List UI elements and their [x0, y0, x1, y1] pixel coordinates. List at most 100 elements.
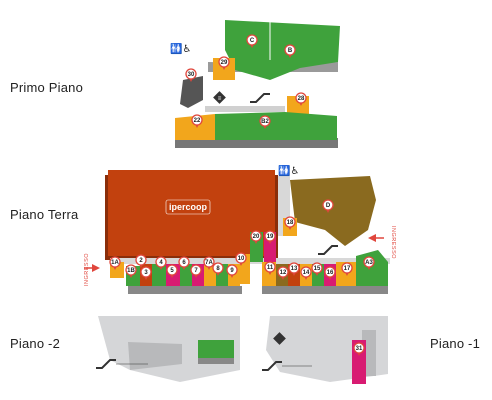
- pin-circle: [212, 262, 224, 274]
- pin-label: 7: [194, 268, 198, 274]
- map-pin-12[interactable]: 12: [277, 266, 289, 280]
- pin-label: 1B: [127, 268, 135, 274]
- lift-icon-meno1: [273, 332, 286, 345]
- pin-label: 2: [139, 258, 143, 264]
- shop-B2[interactable]: [215, 112, 337, 140]
- map-pin-8[interactable]: 8: [212, 262, 224, 276]
- map-pin-13[interactable]: 13: [288, 262, 300, 276]
- pin-circle: [218, 56, 230, 68]
- shop-meno2[interactable]: [198, 340, 234, 358]
- map-pin-4[interactable]: 4: [155, 256, 167, 270]
- pin-label: 31: [356, 346, 363, 352]
- map-pin-A3[interactable]: A3: [363, 256, 375, 270]
- pin-circle: [190, 264, 202, 276]
- pin-circle: [191, 114, 203, 126]
- floor-meno1: [262, 316, 388, 384]
- map-pin-D[interactable]: D: [322, 199, 334, 213]
- shop-22[interactable]: [175, 114, 215, 140]
- map-pin-17[interactable]: 17: [341, 262, 353, 276]
- map-pin-19[interactable]: 19: [264, 230, 276, 244]
- pin-circle: [140, 266, 152, 278]
- pin-label: 29: [221, 60, 228, 66]
- pin-label: 11: [267, 265, 274, 271]
- map-pin-18[interactable]: 18: [284, 216, 296, 230]
- escalator-icon-primo: [250, 93, 270, 103]
- pin-label: 14: [303, 270, 310, 276]
- pin-circle: [166, 264, 178, 276]
- pin-circle: [353, 342, 365, 354]
- map-pin-15[interactable]: 15: [311, 262, 323, 276]
- pin-circle: [295, 92, 307, 104]
- shop-10[interactable]: [240, 254, 250, 284]
- pin-label: 10: [238, 256, 245, 262]
- restroom-icon-terra: 🚻♿: [278, 164, 299, 177]
- map-pin-16[interactable]: 16: [324, 266, 336, 280]
- map-pin-7[interactable]: 7: [190, 264, 202, 278]
- pin-circle: [288, 262, 300, 274]
- entrance-label-right: INGRESSO: [390, 226, 396, 259]
- map-pin-10[interactable]: 10: [235, 252, 247, 266]
- map-pin-5[interactable]: 5: [166, 264, 178, 278]
- shop-4[interactable]: [152, 264, 166, 286]
- pin-circle: [178, 256, 190, 268]
- map-pin-B[interactable]: B: [284, 44, 296, 58]
- floor-meno2: [96, 316, 240, 382]
- map-pin-29[interactable]: 29: [218, 56, 230, 70]
- map-pin-1A[interactable]: 1A: [109, 256, 121, 270]
- shop-6[interactable]: [180, 264, 192, 286]
- map-pin-20[interactable]: 20: [250, 230, 262, 244]
- pin-label: 8: [216, 266, 220, 272]
- pin-label: 16: [327, 270, 334, 276]
- map-pin-7A[interactable]: 7A: [203, 256, 215, 270]
- shop-D[interactable]: [290, 176, 376, 246]
- pin-label: 5: [170, 268, 174, 274]
- pin-circle: [235, 252, 247, 264]
- entrance-label-left: INGRESSO: [84, 253, 90, 286]
- map-pin-14[interactable]: 14: [300, 266, 312, 280]
- map-pin-C[interactable]: C: [246, 34, 258, 48]
- map-pin-30[interactable]: 30: [185, 68, 197, 82]
- pin-label: 20: [253, 234, 260, 240]
- shop-30[interactable]: [180, 76, 203, 108]
- pin-label: A3: [365, 260, 373, 266]
- pin-label: D: [326, 203, 331, 209]
- pin-label: 13: [291, 266, 298, 272]
- pin-circle: [185, 68, 197, 80]
- floor-label-terra: Piano Terra: [10, 207, 79, 222]
- map-pin-3[interactable]: 3: [140, 266, 152, 280]
- map-pin-28[interactable]: 28: [295, 92, 307, 106]
- map-pin-22[interactable]: 22: [191, 114, 203, 128]
- restroom-icon-primo: 🚻♿: [170, 42, 191, 55]
- pin-circle: [250, 230, 262, 242]
- pin-label: B2: [261, 119, 269, 125]
- shop-A3[interactable]: [356, 250, 388, 286]
- pin-label: 22: [194, 118, 201, 124]
- pin-label: B: [288, 48, 293, 54]
- map-pin-2[interactable]: 2: [135, 254, 147, 268]
- svg-text:≡: ≡: [218, 96, 222, 102]
- entrance-arrow-right: [368, 234, 376, 242]
- pin-label: 7A: [205, 260, 213, 266]
- pin-circle: [322, 199, 334, 211]
- pin-circle: [284, 44, 296, 56]
- map-pin-B2[interactable]: B2: [259, 115, 271, 129]
- pin-circle: [135, 254, 147, 266]
- pin-label: 28: [298, 96, 305, 102]
- map-pin-6[interactable]: 6: [178, 256, 190, 270]
- ipercoop-logo: [165, 199, 211, 215]
- escalator-icon-meno1: [262, 361, 282, 371]
- ipercoop-logo-text: ipercoop: [169, 202, 208, 212]
- terra-base-right: [262, 286, 388, 294]
- map-pin-1B[interactable]: 1B: [125, 264, 137, 278]
- pin-label: 30: [188, 72, 195, 78]
- floor-label-meno1: Piano -1: [430, 336, 481, 351]
- pin-circle: [109, 256, 121, 268]
- map-pin-11[interactable]: 11: [264, 261, 276, 275]
- map-pin-31[interactable]: 31: [353, 342, 365, 356]
- lift-icon-primo: ≡: [213, 91, 226, 104]
- pin-label: 6: [182, 260, 186, 266]
- map-pin-9[interactable]: 9: [226, 264, 238, 278]
- pin-circle: [259, 115, 271, 127]
- primo-corridor: [205, 106, 285, 112]
